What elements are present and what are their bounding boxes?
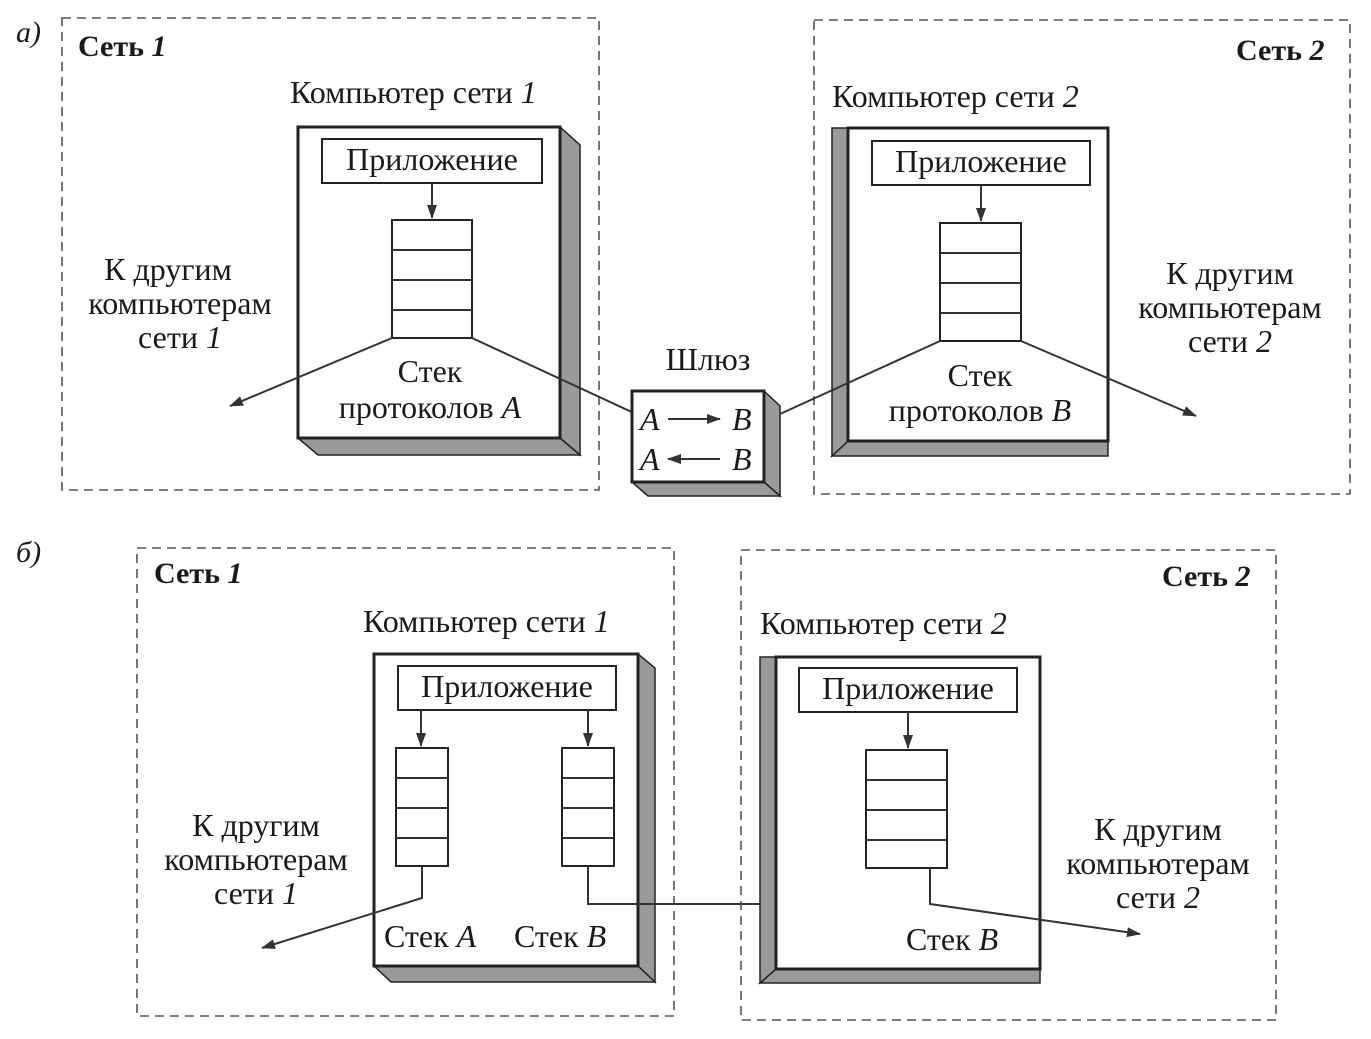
computer-2-app-label: Приложение [822,670,994,706]
others-1-line3: сети 1 [214,875,298,911]
stack-a-label-line2: протоколов A [339,389,522,425]
gateway-box [630,389,782,498]
computer-1-title: Компьютер сети 1 [290,74,537,110]
network-2-boundary [813,19,1351,495]
link-to-network-2-arrow [929,868,1141,938]
protocol-stack-b [865,749,948,869]
stack-b-label-line1: Стек [948,357,1013,393]
others-1-line1: К другим [104,251,232,287]
computer-1-app-label: Приложение [346,141,518,177]
link-to-network-1-arrow [261,866,423,949]
others-1-line3: сети 1 [138,319,222,355]
network-2-boundary [740,549,1277,1021]
others-2-line1: К другим [1094,811,1222,847]
computer-2-app-label: Приложение [895,143,1067,179]
stack-b-label: Стек B [514,918,606,954]
stack-a-label: Стек A [384,918,477,954]
others-1-line1: К другим [192,807,320,843]
network-2-title: Сеть 2 [1162,560,1250,593]
computer-2-title: Компьютер сети 2 [832,78,1079,114]
network-1-boundary [61,17,600,491]
link-to-network-2-arrow [1020,340,1197,417]
others-1-line2: компьютерам [164,841,347,877]
others-2-line3: сети 2 [1188,323,1272,359]
gateway-from-b: B [732,441,752,477]
protocol-stack-b [939,222,1022,342]
computer-2-title: Компьютер сети 2 [760,605,1007,641]
computer-1-app-box [397,665,617,711]
stack-a-label-line1: Стек [398,353,463,389]
link-to-network-1-arrow [229,337,393,407]
others-2-line2: компьютерам [1138,289,1321,325]
gateway-from-a: A [638,401,660,437]
stack-b-label: Стек B [906,921,998,957]
computer-1-app-box [321,138,543,184]
gateway-to-b: B [732,401,752,437]
network-1-title: Сеть 1 [78,30,166,63]
protocol-stack-a [395,747,449,867]
link-stack-a-to-gateway [471,337,637,415]
panel-b-marker: б) [16,536,41,569]
others-1-line2: компьютерам [88,285,271,321]
others-2-line2: компьютерам [1066,845,1249,881]
stack-b-label-line2: протоколов B [889,392,1071,428]
gateway-title: Шлюз [666,341,751,377]
computer-1-app-label: Приложение [421,668,593,704]
others-2-line3: сети 2 [1116,879,1200,915]
others-2-line1: К другим [1166,255,1294,291]
protocol-stack-a [391,219,473,339]
computer-2-app-box [871,140,1091,186]
gateway-to-a: A [638,441,660,477]
panel-a: а) Сеть 1 Компьютер сети 1 Приложение Ст… [16,16,1351,498]
panel-a-marker: а) [16,16,41,49]
link-gateway-to-stack-b [779,340,941,415]
panel-b: б) Сеть 1 Компьютер сети 1 Приложение [16,536,1277,1021]
network-1-boundary [136,547,675,1017]
computer-1-title: Компьютер сети 1 [363,603,610,639]
network-1-title: Сеть 1 [154,557,242,590]
protocol-stack-b [561,747,615,867]
network-2-title: Сеть 2 [1236,34,1324,67]
